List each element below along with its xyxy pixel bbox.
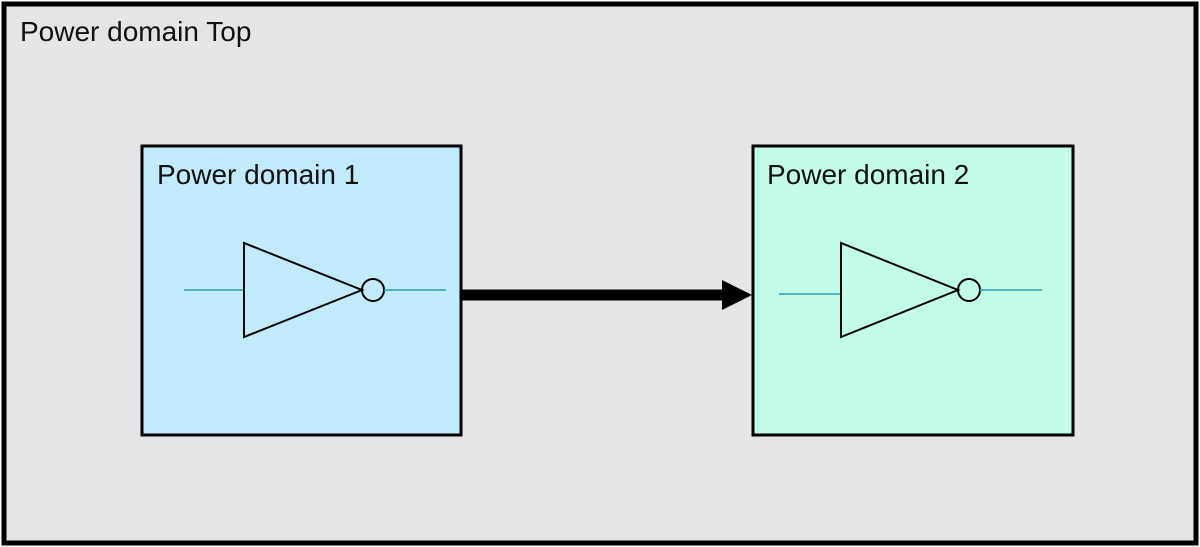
- inverter-2-triangle: [840, 241, 961, 339]
- power-domain-2-label: Power domain 2: [767, 159, 970, 190]
- inverter-1: [184, 241, 446, 339]
- power-domain-top-label: Power domain Top: [20, 16, 252, 47]
- power-domain-1-label: Power domain 1: [157, 159, 360, 190]
- inverter-1-triangle: [243, 241, 365, 339]
- domain-connector-arrow: [462, 280, 752, 310]
- inverter-2: [779, 241, 1042, 339]
- arrow-head-icon: [722, 280, 752, 310]
